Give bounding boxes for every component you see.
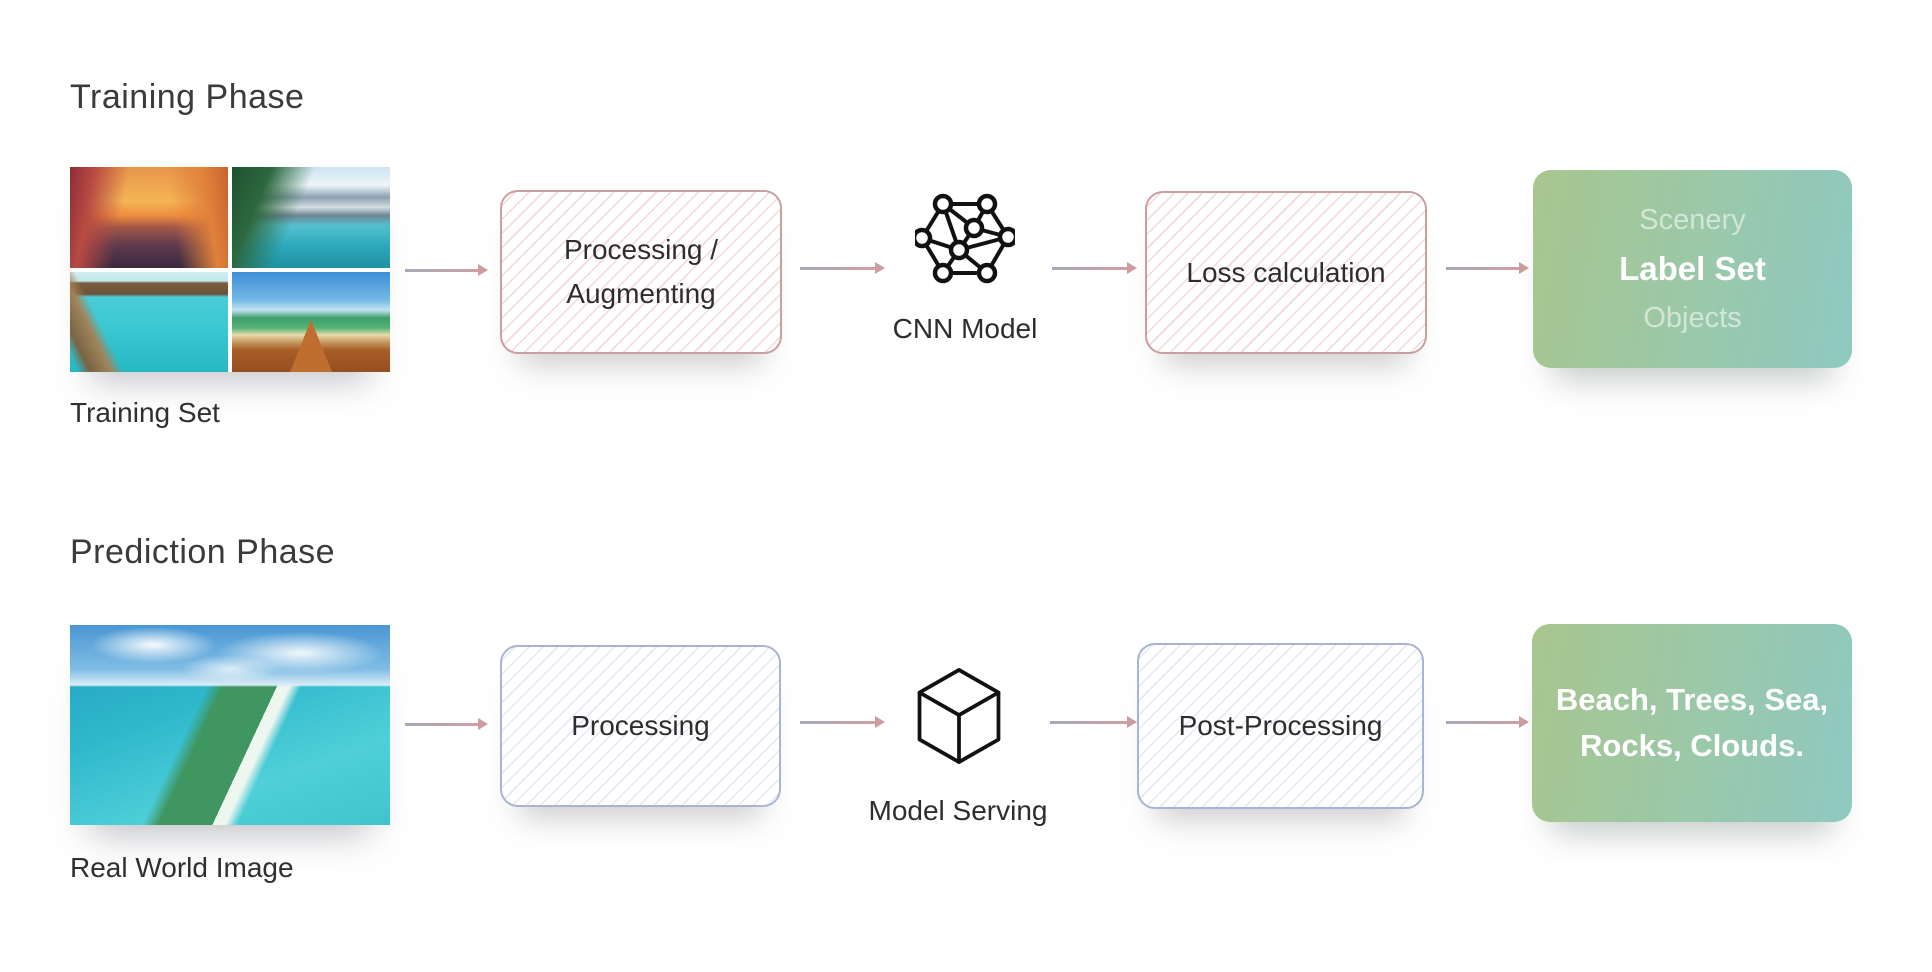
label-set-output-box: Scenery Label Set Objects [1533,170,1852,368]
training-image-mountain-lake [232,167,390,268]
post-processing-box: Post-Processing [1137,643,1424,809]
network-graph-icon [915,193,1015,284]
model-serving-label: Model Serving [868,795,1048,826]
cnn-model-label: CNN Model [892,313,1038,344]
post-processing-label: Post-Processing [1178,710,1383,741]
training-image-bungalows [70,271,228,372]
arrow-serving-to-postprocessing [1050,716,1137,727]
training-phase-title: Training Phase [70,78,305,116]
loss-calculation-label: Loss calculation [1186,256,1386,288]
prediction-result-box: Beach, Trees, Sea, Rocks, Clouds. [1532,624,1852,822]
training-set-image-grid [70,167,390,372]
prediction-result-line2: Rocks, Clouds. [1580,728,1804,763]
arrow-image-to-processing [405,718,488,729]
training-set-label: Training Set [70,397,220,428]
label-set-middle: Label Set [1619,250,1766,287]
arrow-loss-to-labelset [1446,262,1529,273]
processing-augmenting-line1: Processing / [563,234,719,265]
processing-label: Processing [571,710,710,741]
training-image-palm-pier [232,271,390,372]
cube-icon [917,668,1001,764]
prediction-phase-title: Prediction Phase [70,533,336,571]
arrow-processing-to-serving [800,716,885,727]
processing-augmenting-line2: Augmenting [566,278,716,309]
label-set-top: Scenery [1639,204,1746,236]
real-world-image-label: Real World Image [70,852,294,883]
arrow-postprocessing-to-result [1446,716,1529,727]
label-set-bottom: Objects [1643,302,1742,334]
processing-box: Processing [500,645,781,807]
training-image-canal-houses [70,167,228,268]
loss-calculation-box: Loss calculation [1145,191,1427,354]
arrow-trainingset-to-processing [405,264,488,275]
arrow-cnn-to-loss [1052,262,1137,273]
prediction-result-line1: Beach, Trees, Sea, [1555,682,1829,717]
processing-augmenting-box: Processing / Augmenting [500,190,782,354]
arrow-processing-to-cnn [800,262,885,273]
real-world-image [70,625,390,825]
